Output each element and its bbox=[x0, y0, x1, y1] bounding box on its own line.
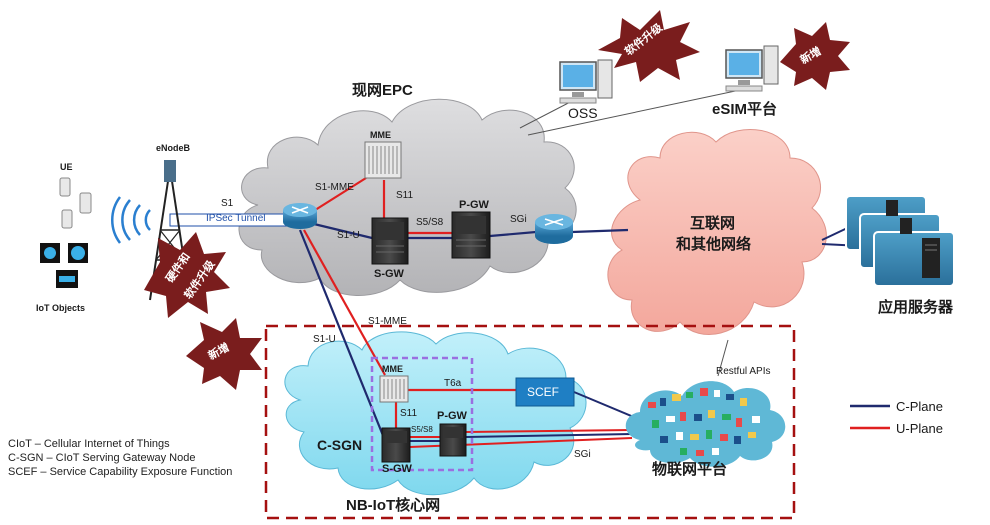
s1-u-label: S1-U bbox=[337, 230, 360, 241]
sgi-top-label: SGi bbox=[510, 214, 527, 225]
note-csgn: C-SGN – CIoT Serving Gateway Node bbox=[8, 452, 196, 464]
iot-platform-cloud bbox=[625, 381, 786, 467]
iot-objects-icon bbox=[40, 243, 88, 288]
oss-label: OSS bbox=[568, 105, 598, 121]
pgw-server-icon bbox=[451, 211, 491, 259]
note-ciot: CIoT – Cellular Internet of Things bbox=[8, 438, 170, 450]
scef-node bbox=[515, 377, 575, 407]
router-icon bbox=[283, 203, 317, 229]
sgi-lower-label: SGi bbox=[574, 449, 591, 460]
hw-sw-upgrade-burst bbox=[144, 232, 230, 318]
sgw-lower-label: S-GW bbox=[382, 463, 412, 475]
legend-uplane-label: U-Plane bbox=[896, 421, 943, 436]
sgw-server-icon bbox=[371, 217, 409, 265]
s5s8-lower-label: S5/S8 bbox=[411, 425, 433, 434]
oss-computer-icon bbox=[559, 59, 613, 104]
internet-cloud bbox=[607, 129, 827, 335]
mme-lower-label: MME bbox=[382, 364, 403, 374]
mme-chassis-icon bbox=[364, 141, 402, 179]
legend-cplane-label: C-Plane bbox=[896, 399, 943, 414]
sgw-top-label: S-GW bbox=[374, 268, 404, 280]
restful-apis-label: Restful APIs bbox=[716, 366, 771, 377]
ipsec-tunnel-label: IPSec Tunnel bbox=[206, 213, 266, 224]
app-server-icon bbox=[845, 195, 955, 287]
s1-mme-lower-label: S1-MME bbox=[368, 316, 407, 327]
internet-label-line1: 互联网 bbox=[690, 215, 736, 232]
esim-computer-icon bbox=[725, 45, 779, 92]
new-burst-top bbox=[780, 22, 850, 90]
app-servers-label: 应用服务器 bbox=[878, 299, 954, 316]
csgn-label: C-SGN bbox=[317, 437, 363, 453]
mme-lower-chassis-icon bbox=[379, 375, 409, 403]
pgw-lower-server-icon bbox=[439, 423, 467, 457]
s1-label: S1 bbox=[221, 198, 234, 209]
sgw-lower-server-icon bbox=[381, 427, 411, 463]
note-scef: SCEF – Service Capability Exposure Funct… bbox=[8, 466, 233, 478]
s5s8-top-label: S5/S8 bbox=[416, 217, 444, 228]
csgn-cloud bbox=[284, 331, 587, 496]
internet-label-line2: 和其他网络 bbox=[676, 236, 752, 253]
nbiot-core-label: NB-IoT核心网 bbox=[346, 497, 441, 514]
ue-phone-icon bbox=[59, 177, 92, 229]
iot-objects-label: IoT Objects bbox=[36, 303, 86, 313]
s1-mme-label: S1-MME bbox=[315, 182, 354, 193]
ue-label: UE bbox=[60, 162, 73, 172]
scef-label: SCEF bbox=[527, 385, 560, 399]
new-burst-left bbox=[186, 318, 262, 390]
s11-top-label: S11 bbox=[396, 190, 414, 201]
current-epc-label: 现网EPC bbox=[352, 82, 413, 99]
mme-top-label: MME bbox=[370, 130, 391, 140]
connections bbox=[169, 89, 863, 448]
pgw-lower-label: P-GW bbox=[437, 410, 467, 422]
s1-u-lower-label: S1-U bbox=[313, 334, 336, 345]
router-icon bbox=[535, 214, 573, 244]
enodeb-label: eNodeB bbox=[156, 143, 191, 153]
csgn-box bbox=[370, 356, 474, 472]
software-upgrade-burst bbox=[598, 10, 700, 82]
pgw-top-label: P-GW bbox=[459, 199, 489, 211]
esim-platform-label: eSIM平台 bbox=[712, 101, 778, 118]
s11-lower-label: S11 bbox=[400, 408, 418, 419]
iot-platform-label: 物联网平台 bbox=[652, 461, 728, 478]
t6a-label: T6a bbox=[444, 378, 462, 389]
